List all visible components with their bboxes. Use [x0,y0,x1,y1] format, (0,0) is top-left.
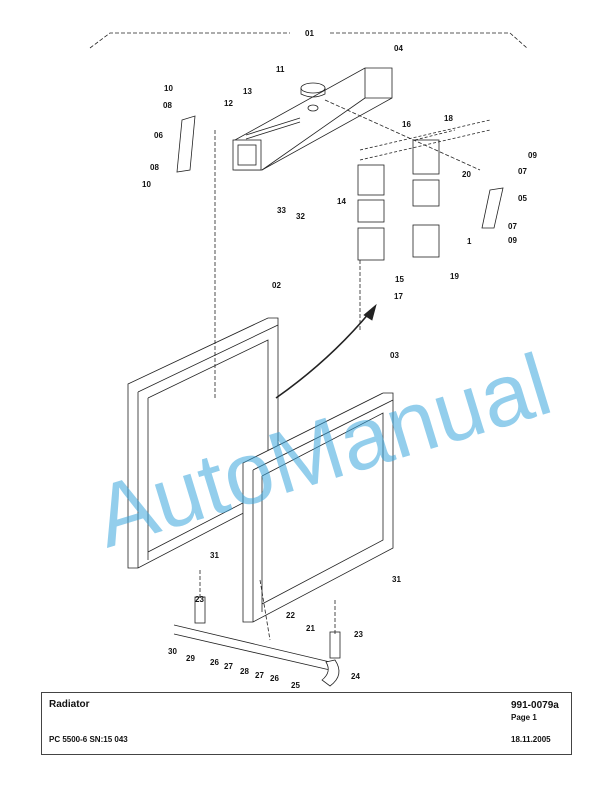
callout-label: 28 [240,667,249,676]
callout-label: 04 [394,44,403,53]
drawing-title: Radiator [49,699,90,710]
callout-label: 23 [195,595,204,604]
callout-label: 02 [272,281,281,290]
callout-label: 09 [528,151,537,160]
callout-label: 33 [277,206,286,215]
model-serial: PC 5500-6 SN:15 043 [49,735,128,744]
issue-date: 18.11.2005 [511,735,551,744]
title-block: Radiator 991-0079a Page 1 PC 5500-6 SN:1… [41,692,572,755]
callout-label: 16 [402,120,411,129]
callout-label: 05 [518,194,527,203]
callout-label: 1 [467,237,472,246]
callout-label: 27 [255,671,264,680]
callout-label: 17 [394,292,403,301]
callout-label: 03 [390,351,399,360]
callout-label: 31 [392,575,401,584]
callout-label: 29 [186,654,195,663]
callout-label: 21 [306,624,315,633]
callout-label: 15 [395,275,404,284]
callout-label: 19 [450,272,459,281]
callout-label: 27 [224,662,233,671]
callout-label: 30 [168,647,177,656]
callout-label: 06 [154,131,163,140]
callout-label: 26 [270,674,279,683]
callout-label: 22 [286,611,295,620]
callout-label: 01 [305,29,314,38]
callout-label: 10 [164,84,173,93]
callout-label: 18 [444,114,453,123]
callout-label: 07 [518,167,527,176]
callout-label: 12 [224,99,233,108]
callout-label: 25 [291,681,300,690]
page-number: Page 1 [511,713,537,722]
callout-label: 23 [354,630,363,639]
callout-label: 08 [163,101,172,110]
callout-label: 26 [210,658,219,667]
callout-label: 14 [337,197,346,206]
callout-label: 24 [351,672,360,681]
callout-label: 10 [142,180,151,189]
callout-label: 07 [508,222,517,231]
callout-label: 32 [296,212,305,221]
callout-label: 09 [508,236,517,245]
callout-label: 13 [243,87,252,96]
callout-label: 11 [276,65,285,74]
document-number: 991-0079a [511,700,559,711]
callout-label: 31 [210,551,219,560]
callout-label: 20 [462,170,471,179]
callout-label: 08 [150,163,159,172]
callout-labels: 01 02 03 04 05 06 07 07 08 08 09 09 10 1… [142,29,537,690]
